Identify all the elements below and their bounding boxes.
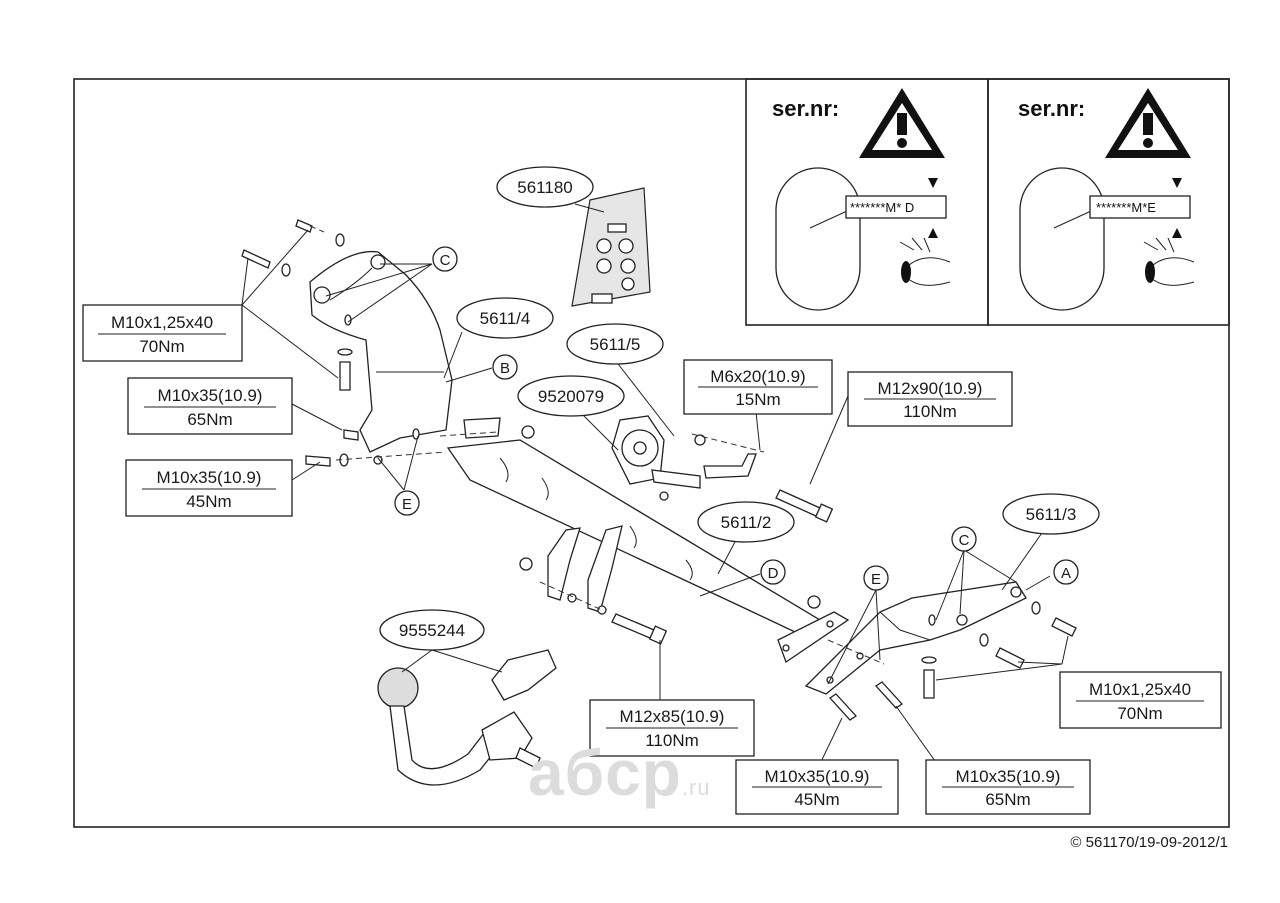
- svg-text:561180: 561180: [517, 178, 572, 197]
- torque-box: M6x20(10.9) 15Nm: [683, 359, 833, 415]
- torque-box: M12x85(10.9) 110Nm: [589, 699, 755, 757]
- svg-text:110Nm: 110Nm: [645, 731, 699, 750]
- crossbar-tube: [446, 417, 850, 664]
- svg-text:110Nm: 110Nm: [903, 402, 957, 421]
- part-label-5611-3: 5611/3: [1002, 493, 1100, 535]
- drawing-frame: [73, 78, 1230, 828]
- part-label-9555244: 9555244: [379, 609, 485, 651]
- leader-lines: [241, 203, 1069, 769]
- svg-text:D: D: [768, 565, 779, 582]
- svg-text:E: E: [871, 571, 881, 588]
- serial-code-box: [1089, 195, 1191, 219]
- svg-text:65Nm: 65Nm: [985, 790, 1030, 809]
- svg-text:5611/5: 5611/5: [590, 335, 641, 354]
- svg-text:M10x35(10.9): M10x35(10.9): [158, 386, 263, 405]
- left-bracket: [309, 250, 453, 465]
- site-watermark: aбcp.ru: [528, 737, 711, 809]
- plate-outline: [775, 167, 861, 311]
- letter-e-left: E: [394, 490, 420, 516]
- svg-text:A: A: [1061, 565, 1071, 582]
- svg-text:5611/3: 5611/3: [1026, 505, 1077, 524]
- svg-text:15Nm: 15Nm: [735, 390, 780, 409]
- m12-bolts: [519, 425, 834, 645]
- svg-text:70Nm: 70Nm: [1117, 704, 1162, 723]
- svg-text:B: B: [500, 360, 510, 377]
- svg-text:9520079: 9520079: [538, 387, 604, 406]
- svg-text:M10x35(10.9): M10x35(10.9): [157, 468, 262, 487]
- serial-code: *******M*E: [1096, 200, 1156, 215]
- part-label-9520079: 9520079: [517, 375, 625, 417]
- letter-a: A: [1053, 559, 1079, 585]
- torque-box: M10x35(10.9) 65Nm: [127, 377, 293, 435]
- svg-text:70Nm: 70Nm: [139, 337, 184, 356]
- svg-text:M10x1,25x40: M10x1,25x40: [1089, 680, 1191, 699]
- svg-text:45Nm: 45Nm: [186, 492, 231, 511]
- part-label-5611-5: 5611/5: [566, 323, 664, 365]
- serial-panel-e: ser.nr: *******M*E: [987, 78, 1230, 326]
- serial-panel-d: ser.nr: *******M* D: [745, 78, 989, 326]
- svg-text:C: C: [440, 252, 451, 269]
- part-label-561180: 561180: [496, 166, 594, 208]
- svg-text:M6x20(10.9): M6x20(10.9): [710, 367, 805, 386]
- warning-triangle-icon: [859, 88, 945, 158]
- serial-code-box: [845, 195, 947, 219]
- svg-text:M10x35(10.9): M10x35(10.9): [956, 767, 1061, 786]
- svg-text:5611/2: 5611/2: [721, 513, 772, 532]
- svg-text:5611/4: 5611/4: [480, 309, 531, 328]
- right-bolts: [829, 601, 1077, 721]
- svg-text:M12x85(10.9): M12x85(10.9): [620, 707, 725, 726]
- part-label-5611-4: 5611/4: [456, 297, 554, 339]
- svg-text:45Nm: 45Nm: [794, 790, 839, 809]
- serial-code: *******M* D: [850, 200, 914, 215]
- svg-text:E: E: [402, 496, 412, 513]
- svg-text:M10x35(10.9): M10x35(10.9): [765, 767, 870, 786]
- socket-plate: [611, 415, 757, 501]
- eye-icon: [899, 237, 951, 286]
- part-label-5611-2: 5611/2: [697, 501, 795, 543]
- svg-text:M10x1,25x40: M10x1,25x40: [111, 313, 213, 332]
- torque-box: M10x35(10.9) 45Nm: [735, 759, 899, 815]
- torque-box: M10x35(10.9) 65Nm: [925, 759, 1091, 815]
- fixing-kit-bag: [571, 187, 651, 307]
- mounting-plates: [547, 525, 623, 615]
- serial-label: ser.nr:: [772, 96, 839, 121]
- svg-text:65Nm: 65Nm: [187, 410, 232, 429]
- letter-d: D: [760, 559, 786, 585]
- letter-e-right: E: [863, 565, 889, 591]
- torque-box: M12x90(10.9) 110Nm: [847, 371, 1013, 427]
- torque-box: M10x35(10.9) 45Nm: [125, 459, 293, 517]
- serial-label: ser.nr:: [1018, 96, 1085, 121]
- letter-c-right: C: [951, 526, 977, 552]
- torque-box: M10x1,25x40 70Nm: [1059, 671, 1222, 729]
- letter-b: B: [492, 354, 518, 380]
- right-bracket: [804, 581, 1027, 695]
- letter-c-left: C: [432, 246, 458, 272]
- warning-triangle-icon: [1105, 88, 1191, 158]
- svg-text:M12x90(10.9): M12x90(10.9): [878, 379, 983, 398]
- torque-box: M10x1,25x40 70Nm: [82, 304, 243, 362]
- ball-neck: [377, 649, 557, 786]
- copyright-note: © 561170/19-09-2012/1: [1070, 834, 1228, 851]
- svg-text:C: C: [959, 532, 970, 549]
- svg-text:9555244: 9555244: [399, 621, 465, 640]
- left-bolts: [241, 219, 359, 467]
- eye-icon: [1143, 237, 1195, 286]
- plate-outline: [1019, 167, 1105, 311]
